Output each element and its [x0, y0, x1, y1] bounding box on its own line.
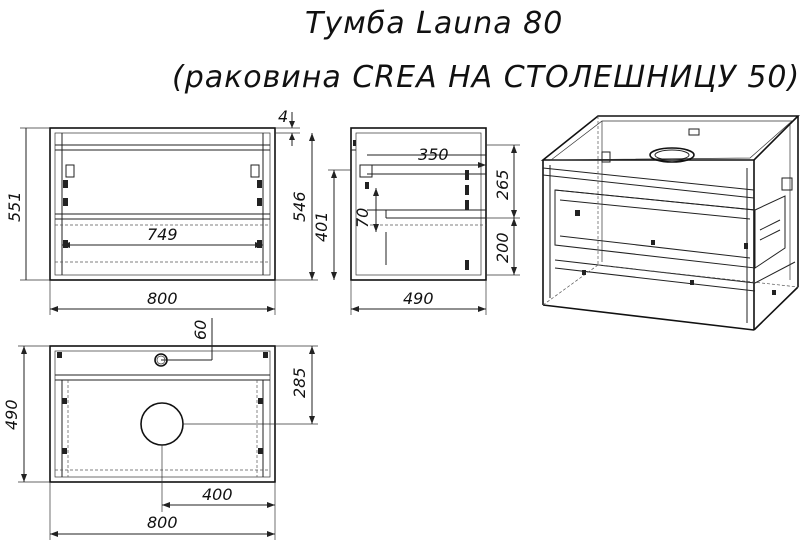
- dimension-top-center: 400: [161, 445, 275, 512]
- title-line-2: (раковина CREA НА СТОЛЕШНИЦУ 50): [172, 60, 800, 95]
- dimension-front-height: 551: [5, 127, 50, 281]
- dim-350: 350: [418, 145, 449, 164]
- dimension-panel: 4: [275, 107, 300, 146]
- title-line-1: Тумба Launa 80: [305, 6, 563, 41]
- top-view: [49, 345, 276, 483]
- dimension-side-offset: 70: [353, 188, 379, 232]
- dim-70: 70: [353, 208, 372, 228]
- dimension-front-inner-width: 749: [62, 225, 263, 248]
- dim-546: 546: [290, 191, 309, 222]
- dim-551: 551: [5, 191, 24, 222]
- dimension-side-right: 265 200: [486, 144, 520, 276]
- dimension-side-depth-top: 350: [372, 145, 486, 168]
- dim-800-front: 800: [147, 289, 178, 308]
- dimension-top-depth: 490: [2, 345, 50, 483]
- side-view: [350, 127, 487, 281]
- dim-800-top: 800: [147, 513, 178, 532]
- dim-285: 285: [290, 367, 309, 398]
- dimension-side-height: 546: [275, 133, 318, 281]
- dimension-top-hole: 60: [161, 318, 213, 361]
- dimension-top-width: 800: [49, 482, 276, 540]
- dim-749: 749: [147, 225, 178, 244]
- dimension-top-hole-depth: 285: [183, 345, 318, 425]
- dim-200: 200: [493, 232, 512, 263]
- dimension-side-depth: 490: [350, 280, 487, 315]
- dimension-side-total: 401: [312, 169, 351, 280]
- dim-400: 400: [202, 485, 233, 504]
- dim-4: 4: [278, 107, 288, 126]
- front-view: [49, 127, 276, 281]
- dim-401: 401: [312, 211, 331, 242]
- dim-60: 60: [191, 320, 210, 340]
- isometric-view: [540, 115, 800, 331]
- dimension-front-width: 800: [49, 280, 276, 315]
- dim-490-top: 490: [2, 399, 21, 430]
- dim-490-side: 490: [403, 289, 434, 308]
- dim-265: 265: [493, 169, 512, 200]
